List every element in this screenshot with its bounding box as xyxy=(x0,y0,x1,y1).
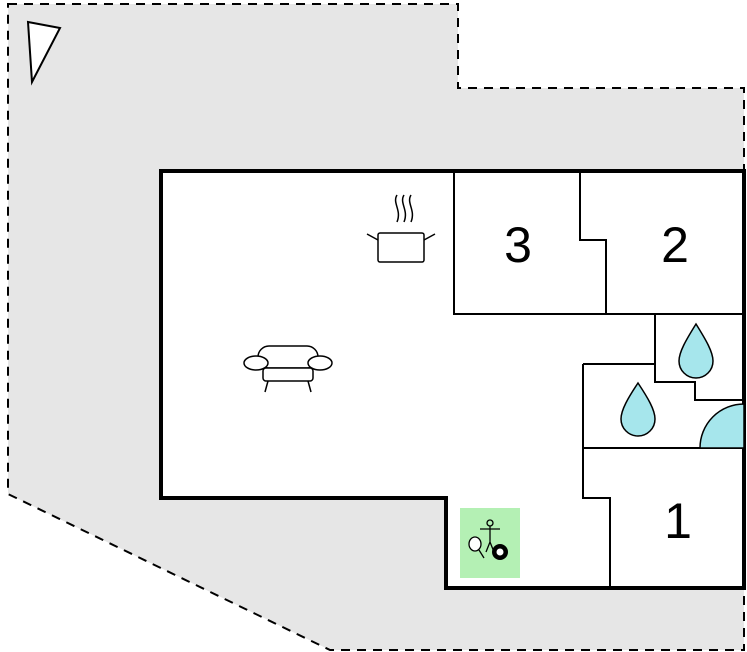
cooking-pot-icon xyxy=(366,194,436,263)
north-arrow-icon xyxy=(26,20,62,86)
sofa-icon xyxy=(243,345,333,393)
shower-icon xyxy=(699,403,745,449)
games-icon xyxy=(460,508,520,578)
room-label-1: 1 xyxy=(664,493,692,549)
interior-walls xyxy=(453,171,745,588)
room-label-2: 2 xyxy=(661,217,689,273)
room-label-3: 3 xyxy=(504,217,532,273)
house-outline xyxy=(159,169,746,590)
water-drop-icon xyxy=(678,322,714,379)
water-drop-icon xyxy=(620,381,656,437)
